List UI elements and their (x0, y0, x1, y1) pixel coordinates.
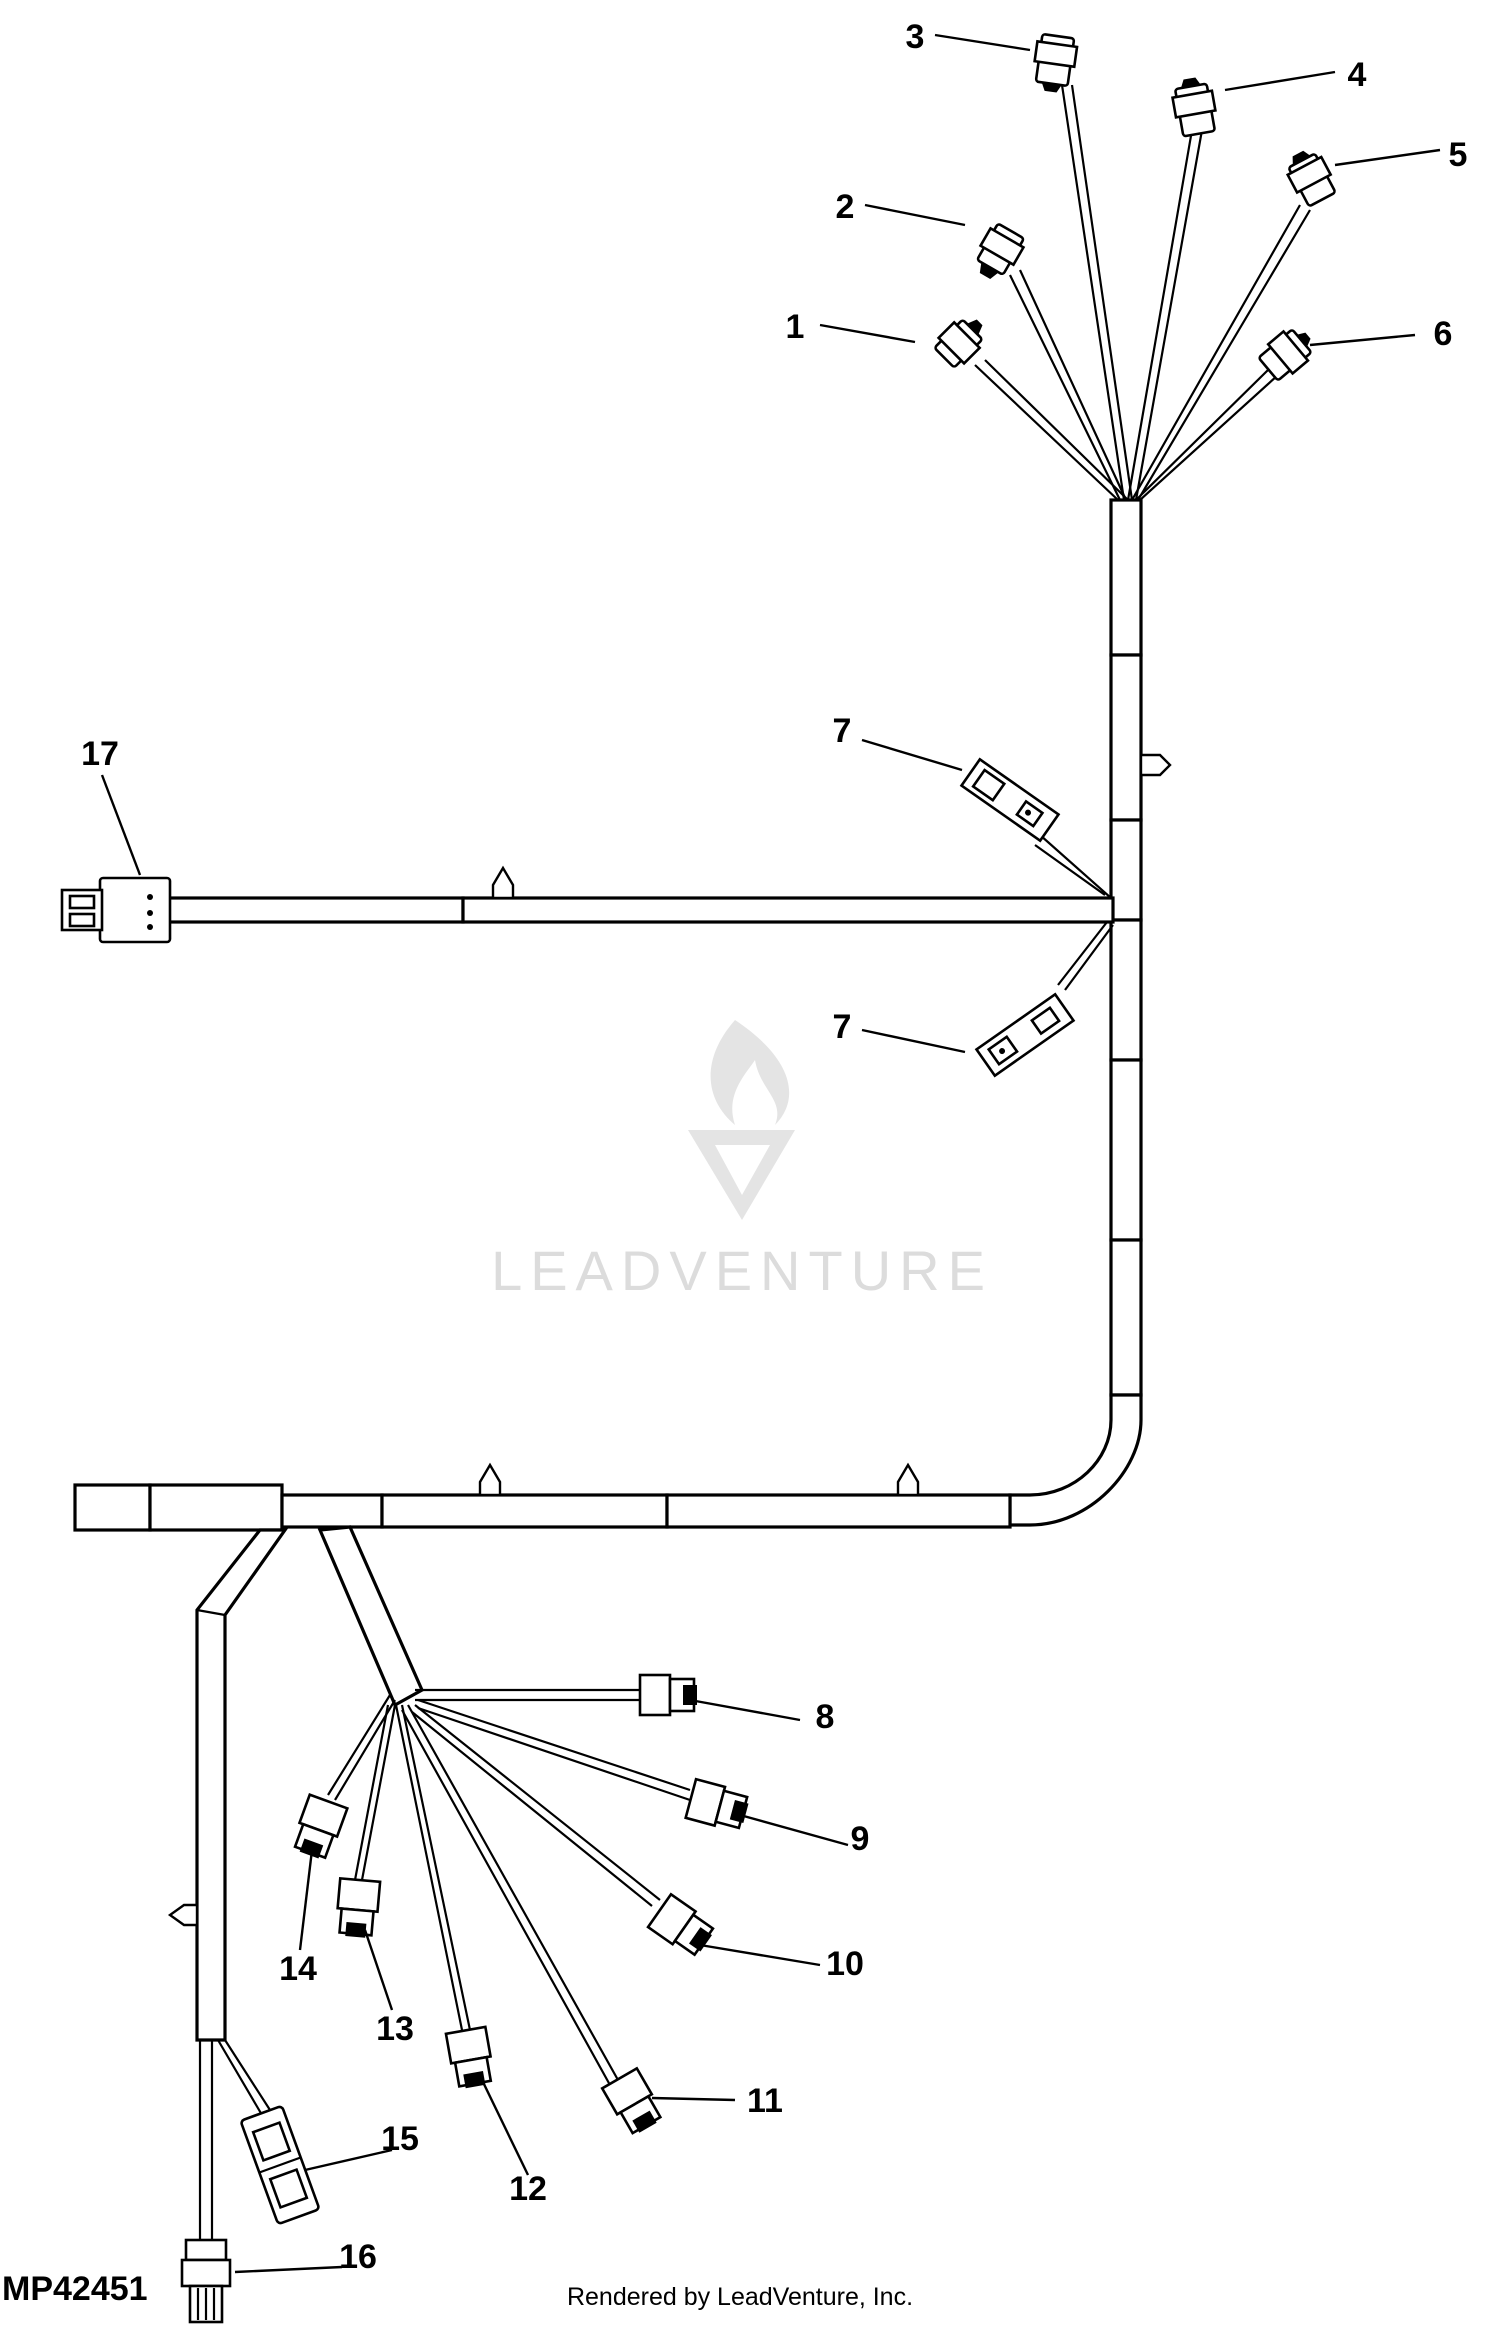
callout-2: 2 (836, 188, 855, 226)
bottom-branch-wires (327, 1688, 691, 2086)
connector-1 (934, 319, 983, 368)
connector-7-lower (974, 992, 1076, 1078)
connector-11 (600, 2066, 663, 2135)
connector-2 (976, 223, 1026, 279)
connector-12 (444, 2025, 493, 2089)
connector-7-upper (959, 757, 1061, 843)
callout-9: 9 (851, 1820, 870, 1858)
connector-10 (646, 1892, 715, 1957)
diagram-id: MP42451 (2, 2270, 148, 2308)
connector-3 (1033, 33, 1079, 93)
callout-4: 4 (1348, 56, 1367, 94)
callout-7-lower: 7 (833, 1008, 852, 1046)
callout-3: 3 (906, 18, 925, 56)
branch-7-lower (1057, 921, 1114, 991)
callout-15: 15 (381, 2120, 419, 2158)
harness-clip-icon (896, 1462, 920, 1497)
connector-16 (180, 2238, 232, 2324)
connector-8 (638, 1673, 697, 1717)
harness-clip-icon (167, 1903, 199, 1927)
top-branch-wires (974, 84, 1311, 501)
leader-lines (100, 33, 1441, 2274)
branch-7-upper (1034, 834, 1112, 899)
callout-11: 11 (747, 2082, 783, 2120)
harness-clip-icon (478, 1462, 502, 1497)
callout-8: 8 (816, 1698, 835, 1736)
connector-4 (1171, 77, 1217, 138)
right-leg (317, 1525, 425, 1708)
connector-15 (240, 2105, 320, 2225)
connector-13 (336, 1876, 382, 1938)
branch-17 (166, 865, 1115, 924)
callout-16: 16 (339, 2238, 377, 2276)
callout-17: 17 (81, 735, 119, 773)
leadventure-logo-icon (688, 1020, 795, 1220)
connector-9 (684, 1777, 749, 1830)
upper-trunk (1008, 498, 1172, 1527)
callout-5: 5 (1449, 136, 1468, 174)
credit-text: Rendered by LeadVenture, Inc. (567, 2283, 913, 2311)
watermark-text: LEADVENTURE (491, 1239, 993, 1302)
callout-12: 12 (509, 2170, 547, 2208)
connector-17 (60, 876, 172, 944)
left-leg (167, 1528, 289, 2240)
callout-10: 10 (826, 1945, 864, 1983)
connector-6 (1258, 329, 1312, 381)
connector-14 (293, 1793, 350, 1860)
callout-13: 13 (376, 2010, 414, 2048)
callout-1: 1 (786, 308, 805, 346)
harness-clip-icon (1139, 753, 1172, 777)
callout-6: 6 (1434, 315, 1453, 353)
lower-trunk (73, 1462, 1012, 1532)
connector-5 (1285, 150, 1336, 207)
callout-14: 14 (279, 1950, 317, 1988)
callout-7-upper: 7 (833, 712, 852, 750)
harness-clip-icon (491, 865, 515, 900)
